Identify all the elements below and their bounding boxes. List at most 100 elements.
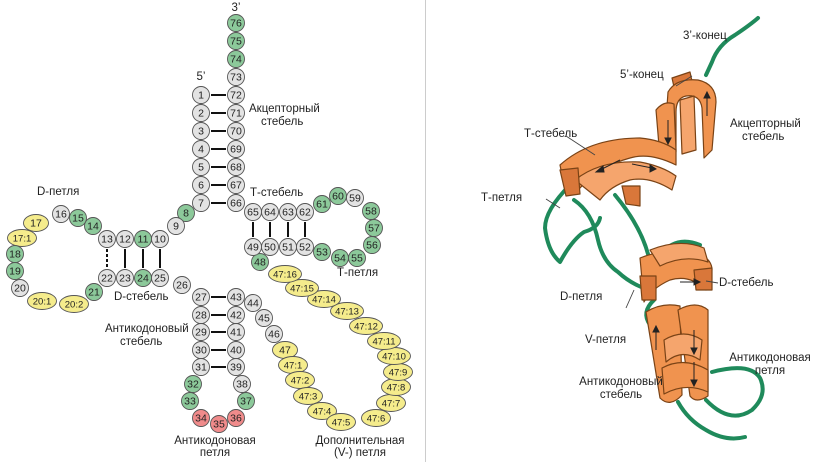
nucleotide-10: 10 xyxy=(151,230,169,248)
nucleotide-label: 53 xyxy=(316,247,328,259)
nucleotide-label: 40 xyxy=(230,345,242,357)
anticodon-stem-label-3d-1: Антикодоновый xyxy=(579,376,663,388)
strand-arrows xyxy=(594,90,711,388)
nucleotide-61: 61 xyxy=(313,195,331,213)
nucleotide-47-4: 47:4 xyxy=(307,402,337,420)
nucleotide-11: 11 xyxy=(134,230,152,248)
nucleotide-label: 38 xyxy=(236,379,248,391)
nucleotide-57: 57 xyxy=(365,219,383,237)
pointer-t-loop xyxy=(545,198,561,209)
nucleotide-label: 1 xyxy=(198,90,204,102)
t-strand-cross xyxy=(613,193,650,256)
panel-divider xyxy=(425,0,426,462)
nucleotide-label: 47:2 xyxy=(291,376,310,387)
nucleotide-label: 47:14 xyxy=(312,295,336,306)
nucleotide-label: 30 xyxy=(195,345,207,357)
d-loop-label-3d: D-петля xyxy=(560,291,603,303)
nucleotide-label: 24 xyxy=(137,273,149,285)
nucleotide-label: 61 xyxy=(316,199,328,211)
nucleotide-48: 48 xyxy=(251,253,269,271)
nucleotide-17-1: 17:1 xyxy=(7,229,37,247)
nucleotide-label: 36 xyxy=(230,413,242,425)
anticodon-loop-label-1: Антикодоновая xyxy=(174,435,256,447)
d-stem-label-3d: D-стебель xyxy=(719,277,774,289)
nucleotide-label: 20 xyxy=(14,283,26,295)
anticodon-loop-label-3d-1: Антикодоновая xyxy=(729,352,811,364)
nucleotide-label: 2 xyxy=(198,108,204,120)
nucleotide-9: 9 xyxy=(167,217,185,235)
label-pointers xyxy=(545,75,719,309)
nucleotide-label: 25 xyxy=(154,273,166,285)
nucleotide-label: 64 xyxy=(264,207,276,219)
nucleotide-14: 14 xyxy=(84,217,102,235)
nucleotide-label: 21 xyxy=(88,287,100,299)
nucleotide-label: 47:15 xyxy=(290,284,314,295)
nucleotide-label: 54 xyxy=(334,253,346,265)
nucleotide-label: 47:12 xyxy=(354,322,378,333)
nucleotide-71: 71 xyxy=(227,104,245,122)
nucleotide-47-6: 47:6 xyxy=(361,409,391,427)
nucleotide-15: 15 xyxy=(69,209,87,227)
nucleotide-20-1: 20:1 xyxy=(27,292,57,310)
nucleotide-24: 24 xyxy=(134,269,152,287)
nucleotide-55: 55 xyxy=(348,249,366,267)
nucleotide-47-1: 47:1 xyxy=(278,356,308,374)
nucleotide-label: 42 xyxy=(230,310,242,322)
nucleotide-label: 45 xyxy=(258,313,270,325)
nucleotide-29: 29 xyxy=(192,323,210,341)
variable-loop-label-2: (V-) петля xyxy=(334,447,386,459)
anticodon-ribbon-4 xyxy=(661,361,709,395)
nucleotide-label: 69 xyxy=(230,144,242,156)
nucleotide-40: 40 xyxy=(227,341,245,359)
nucleotide-label: 31 xyxy=(195,362,207,374)
nucleotide-label: 23 xyxy=(119,273,131,285)
nucleotide-label: 66 xyxy=(230,198,242,210)
nucleotide-label: 26 xyxy=(176,280,188,292)
nucleotide-53: 53 xyxy=(313,243,331,261)
cloverleaf-diagram: 7675747372717069686766123456789101112131… xyxy=(6,14,413,433)
nucleotide-6: 6 xyxy=(192,176,210,194)
nucleotide-label: 65 xyxy=(247,207,259,219)
nucleotide-label: 71 xyxy=(230,108,242,120)
nucleotide-46: 46 xyxy=(265,325,283,343)
nucleotide-12: 12 xyxy=(116,230,134,248)
nucleotide-74: 74 xyxy=(227,50,245,68)
t-stem-label: Т-стебель xyxy=(250,187,304,199)
arrow-t-2 xyxy=(631,163,653,169)
nucleotide-label: 18 xyxy=(9,249,21,261)
nucleotide-label: 52 xyxy=(299,242,311,254)
d-stem-ribbon-2 xyxy=(649,242,709,267)
nucleotide-72: 72 xyxy=(227,86,245,104)
nucleotide-20-2: 20:2 xyxy=(59,295,89,313)
nucleotide-label: 47:9 xyxy=(389,368,408,379)
nucleotide-28: 28 xyxy=(192,306,210,324)
anticodon-loop-label-3d-2: петля xyxy=(754,365,786,377)
five-prime-end-label: 5’ xyxy=(196,71,206,83)
nucleotide-label: 68 xyxy=(230,162,242,174)
nucleotide-7: 7 xyxy=(192,194,210,212)
nucleotide-label: 48 xyxy=(254,257,266,269)
anticodon-loop-label-2: петля xyxy=(199,447,231,459)
nucleotide-22: 22 xyxy=(98,269,116,287)
nucleotide-33: 33 xyxy=(181,392,199,410)
nucleotide-5: 5 xyxy=(192,158,210,176)
nucleotide-label: 16 xyxy=(55,209,67,221)
nucleotide-label: 39 xyxy=(230,362,242,374)
nucleotide-25: 25 xyxy=(151,269,169,287)
nucleotide-13: 13 xyxy=(98,230,116,248)
nucleotide-56: 56 xyxy=(363,236,381,254)
nucleotide-label: 15 xyxy=(72,213,84,225)
anticodon-stem-label-3d-2: стебель xyxy=(599,389,643,401)
anticodon-tail xyxy=(676,400,747,441)
three-prime-tail xyxy=(704,16,760,77)
nucleotide-label: 11 xyxy=(138,234,149,246)
nucleotide-21: 21 xyxy=(85,283,103,301)
nucleotide-label: 60 xyxy=(332,191,344,203)
nucleotide-label: 74 xyxy=(230,54,242,66)
nucleotide-68: 68 xyxy=(227,158,245,176)
nucleotide-label: 47:10 xyxy=(382,352,406,363)
nucleotide-47-7: 47:7 xyxy=(376,394,406,412)
nucleotide-label: 20:1 xyxy=(33,297,52,308)
nucleotide-label: 43 xyxy=(230,292,242,304)
nucleotide-43: 43 xyxy=(227,288,245,306)
